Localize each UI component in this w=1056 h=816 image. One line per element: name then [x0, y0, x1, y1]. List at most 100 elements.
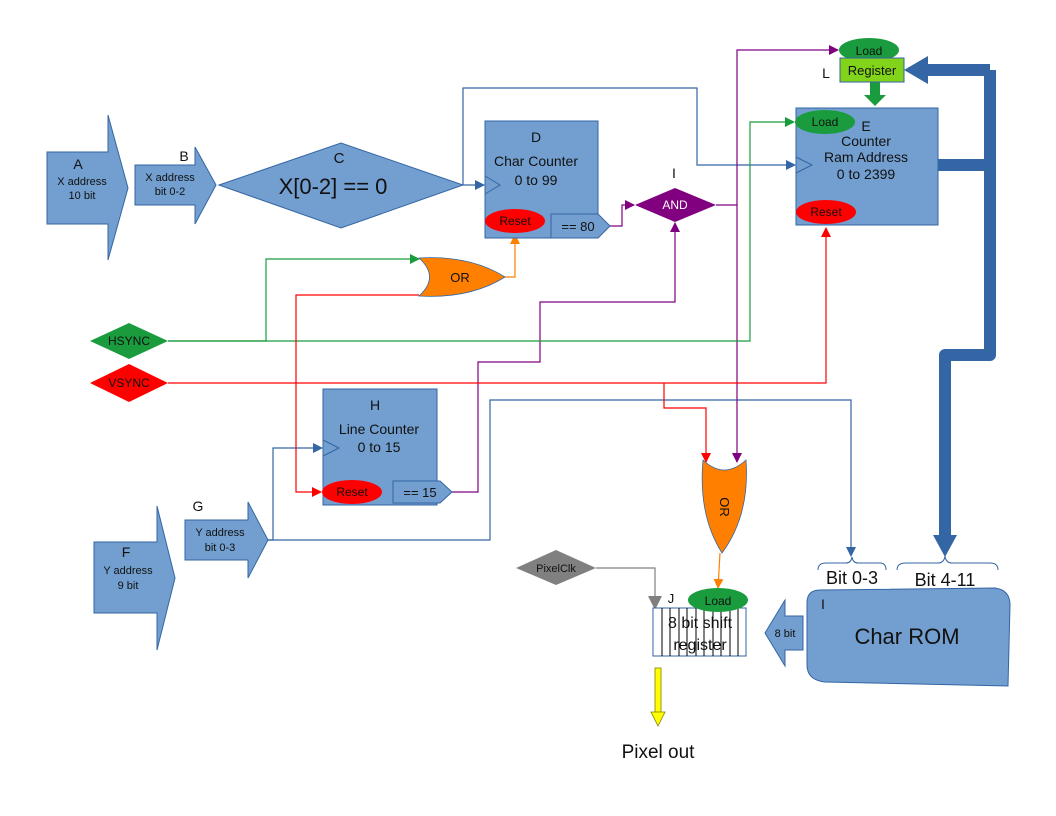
brace-bits-low — [817, 556, 887, 571]
label: Reset — [336, 485, 368, 499]
block-h-line-counter: H Line Counter 0 to 15 Reset == 15 — [322, 388, 453, 506]
compare-output — [392, 480, 453, 504]
block-a-x-address: A X address 10 bit — [46, 114, 129, 261]
label: I — [672, 165, 676, 181]
label: 8 bit shift — [668, 615, 733, 632]
compare-output — [550, 213, 611, 239]
wire-g-to-h-clock — [268, 443, 323, 541]
wire-and-to-register-load — [736, 45, 839, 205]
wire-and-to-or — [716, 204, 742, 463]
label: G — [193, 498, 204, 514]
label: bit 0-3 — [205, 542, 236, 554]
or-gate-vertical: OR — [701, 459, 747, 554]
hsync-signal: HSYNC — [90, 323, 168, 359]
wire-vsync-to-or-and-h-reset — [295, 294, 419, 497]
label: == 15 — [403, 485, 436, 500]
label: I — [821, 596, 825, 612]
wire-or-to-d-reset — [505, 234, 520, 278]
label: C — [334, 150, 345, 167]
wires — [168, 45, 856, 610]
label: 0 to 99 — [515, 172, 558, 188]
label: Load — [705, 594, 732, 608]
wire-hsync-to-e-load — [168, 117, 795, 342]
block-i-and-gate: I AND — [635, 165, 716, 222]
wire-hsync-to-or — [168, 254, 420, 342]
label: OR — [717, 497, 732, 517]
label: Register — [848, 63, 897, 78]
label: VSYNC — [108, 376, 150, 390]
label: D — [531, 129, 541, 145]
reset-input — [485, 209, 545, 233]
block-g-y-address-bits: G Y address bit 0-3 — [184, 498, 269, 579]
label: Ram Address — [824, 149, 908, 165]
load-input — [795, 110, 855, 134]
label: HSYNC — [108, 334, 150, 348]
label: Char Counter — [494, 153, 578, 169]
rom-data-arrow: 8 bit — [764, 598, 804, 668]
label: Reset — [499, 214, 531, 228]
label: H — [370, 397, 380, 413]
block-e-ram-address-counter: Load E Counter Ram Address 0 to 2399 Res… — [795, 107, 939, 226]
brace-bits-high — [896, 555, 999, 571]
label: J — [668, 591, 675, 606]
label: Load — [856, 44, 883, 58]
pixel-output: Pixel out — [622, 667, 696, 763]
clock-icon — [484, 175, 501, 195]
label: F — [122, 544, 131, 560]
address-bus — [904, 56, 996, 557]
reset-input — [796, 200, 856, 224]
clock-icon — [795, 156, 814, 174]
label: X address — [145, 172, 195, 184]
or-gate-top: OR — [418, 257, 506, 297]
block-d-char-counter: D Char Counter 0 to 99 Reset == 80 — [484, 120, 611, 239]
label: == 80 — [561, 219, 594, 234]
block-f-y-address: F Y address 9 bit — [93, 505, 176, 651]
label: Bit 0-3 — [826, 568, 878, 588]
label: X address — [57, 176, 107, 188]
wire-vsync-to-e-reset — [168, 227, 831, 384]
label: 0 to 15 — [358, 439, 401, 455]
wire-or-to-j-load — [713, 552, 724, 589]
label: 8 bit — [775, 628, 796, 640]
wire-c-to-e-clock — [462, 87, 796, 185]
block-l-register: Load Register L — [822, 38, 905, 83]
label: bit 0-2 — [155, 186, 186, 198]
block-char-rom: I Char ROM Bit 0-3 Bit 4-11 — [806, 555, 1011, 687]
reset-input — [322, 480, 382, 504]
vsync-signal: VSYNC — [90, 364, 168, 402]
block-b-x-address-bits: B X address bit 0-2 — [134, 146, 217, 225]
label: Reset — [810, 205, 842, 219]
label: E — [861, 118, 870, 134]
label: AND — [662, 198, 688, 212]
label: Counter — [841, 133, 891, 149]
load-input — [688, 588, 748, 612]
label: 9 bit — [118, 580, 139, 592]
wire-80-to-and — [610, 200, 635, 227]
label: Line Counter — [339, 421, 420, 437]
label: B — [179, 148, 188, 164]
load-input — [839, 38, 899, 62]
wire-vsync-to-or-vert — [663, 383, 711, 463]
label: OR — [450, 270, 470, 285]
pixelclk-signal: PixelClk — [516, 550, 596, 585]
wire-g-to-rom-bits — [268, 399, 856, 557]
wire-15-to-and — [452, 222, 680, 493]
label: L — [822, 65, 830, 81]
label: PixelClk — [536, 563, 576, 575]
label: Pixel out — [622, 742, 696, 763]
label: Y address — [195, 527, 245, 539]
register-to-e-arrow — [864, 82, 886, 106]
label: X[0-2] == 0 — [279, 174, 388, 199]
label: Load — [812, 115, 839, 129]
wire-pixelclk-to-j — [596, 567, 662, 610]
label: A — [73, 156, 83, 172]
block-c-comparator: C X[0-2] == 0 — [217, 142, 465, 229]
label: Char ROM — [854, 624, 959, 649]
block-j-shift-register: Load J 8 bit shift register — [652, 588, 748, 657]
label: 10 bit — [69, 190, 96, 202]
label: Y address — [103, 565, 153, 577]
clock-icon — [322, 439, 341, 457]
label: register — [673, 637, 727, 654]
label: Bit 4-11 — [915, 570, 976, 590]
